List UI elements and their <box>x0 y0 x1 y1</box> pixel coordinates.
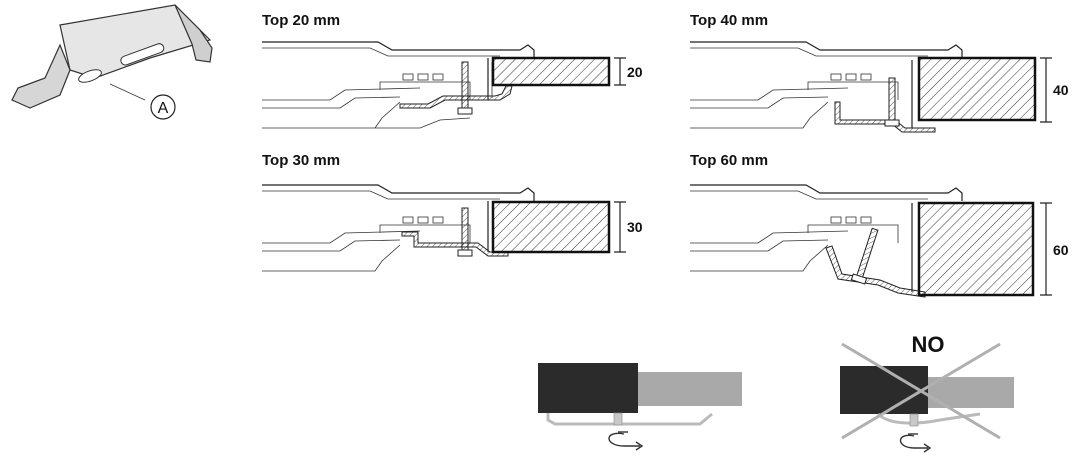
panel-top-40mm: Top 40 mm 40 <box>690 12 1069 133</box>
rotation-arrow-icon <box>608 432 640 447</box>
incorrect-clip-placement: NO <box>840 332 1014 453</box>
panel-title: Top 30 mm <box>262 152 340 169</box>
panel-title: Top 20 mm <box>262 12 340 29</box>
dark-block <box>538 363 638 413</box>
dimension-label: 20 <box>627 64 643 80</box>
warning-label: NO <box>912 332 945 357</box>
dark-block <box>840 366 928 414</box>
panel-title: Top 60 mm <box>690 152 768 169</box>
panel-top-30mm: Top 30 mm 30 <box>262 152 643 272</box>
worktop-section <box>491 200 611 254</box>
worktop-section <box>491 56 611 87</box>
worktop-section <box>917 201 1035 297</box>
worktop-section <box>917 56 1037 122</box>
clip-callout-circle <box>150 94 176 120</box>
panel-top-60mm: Top 60 mm 60 <box>690 152 1069 298</box>
panel-title: Top 40 mm <box>690 12 768 29</box>
dimension-label: 30 <box>627 219 643 235</box>
dimension-label: 60 <box>1053 242 1069 258</box>
rotation-arrow-icon <box>899 434 928 449</box>
clip-callout-letter: A <box>158 100 169 117</box>
mounting-clip-illustration: A <box>11 4 213 120</box>
correct-clip-placement <box>538 363 742 451</box>
grey-block <box>636 372 742 406</box>
cross-line <box>841 342 1001 440</box>
dimension-label: 40 <box>1053 82 1069 98</box>
panel-top-20mm: Top 20 mm 20 <box>262 12 643 129</box>
